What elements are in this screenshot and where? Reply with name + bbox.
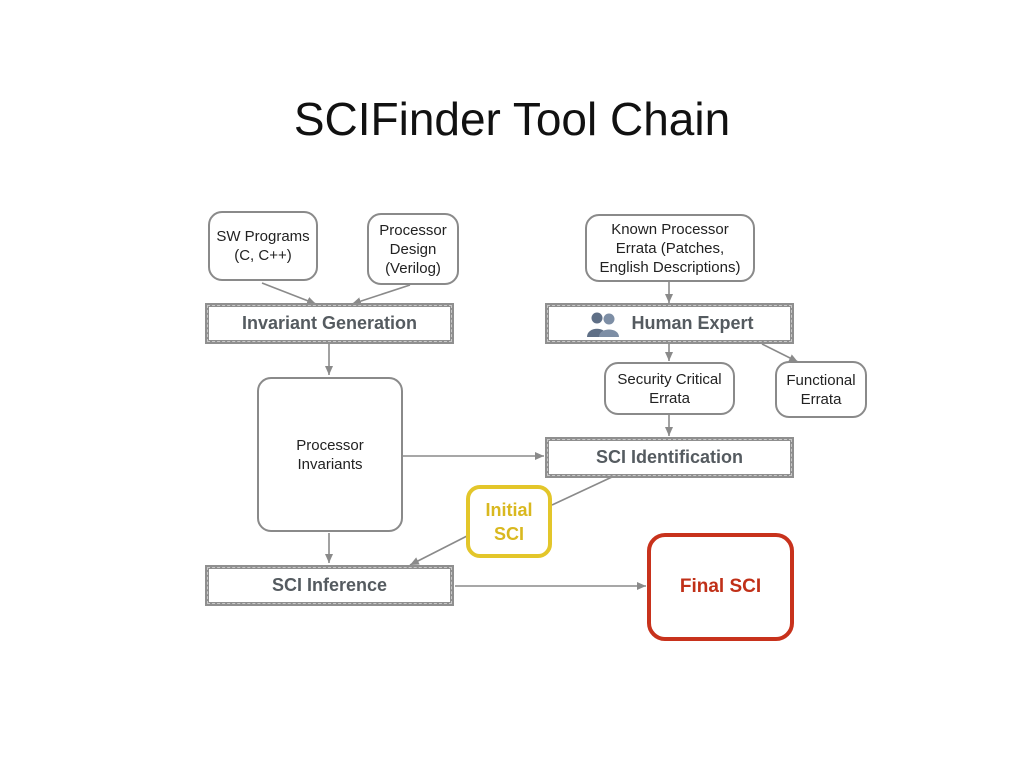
edge-sw-to-invgen	[261, 282, 317, 305]
people-icon	[587, 312, 620, 337]
processor-invariants-label: Processor Invariants	[296, 436, 364, 473]
processor-invariants-node: Processor Invariants	[257, 377, 403, 532]
final-sci-node: Final SCI	[647, 533, 794, 641]
final-sci-label: Final SCI	[679, 576, 762, 597]
sw-programs-label: SW Programs (C, C++)	[216, 228, 310, 264]
edge-sciid-to-initial	[551, 476, 613, 506]
invariant-generation-node: Invariant Generation	[205, 303, 454, 344]
processor-design-label: Processor Design (Verilog)	[379, 221, 447, 277]
edge-design-to-invgen	[351, 284, 411, 305]
invariant-generation-label: Invariant Generation	[241, 313, 418, 333]
edge-expert-to-functional	[761, 343, 799, 363]
page-title: SCIFinder Tool Chain	[293, 93, 731, 145]
functional-errata-label: Functional Errata	[786, 371, 856, 408]
human-expert-node: Human Expert	[545, 303, 794, 344]
initial-sci-label: Initial SCI	[485, 499, 533, 544]
processor-design-node: Processor Design (Verilog)	[367, 213, 459, 285]
known-errata-node: Known Processor Errata (Patches, English…	[585, 214, 755, 282]
sci-identification-label: SCI Identification	[595, 447, 743, 467]
human-expert-label: Human Expert	[631, 313, 754, 333]
known-errata-label: Known Processor Errata (Patches, English…	[599, 220, 741, 276]
functional-errata-node: Functional Errata	[775, 361, 867, 418]
sw-programs-node: SW Programs (C, C++)	[208, 211, 318, 281]
initial-sci-node: Initial SCI	[466, 485, 552, 558]
sci-inference-node: SCI Inference	[205, 565, 454, 606]
security-errata-node: Security Critical Errata	[604, 362, 735, 415]
security-errata-label: Security Critical Errata	[617, 370, 722, 407]
edge-initial-to-inference	[409, 535, 468, 566]
sci-identification-node: SCI Identification	[545, 437, 794, 478]
sci-inference-label: SCI Inference	[271, 575, 388, 595]
